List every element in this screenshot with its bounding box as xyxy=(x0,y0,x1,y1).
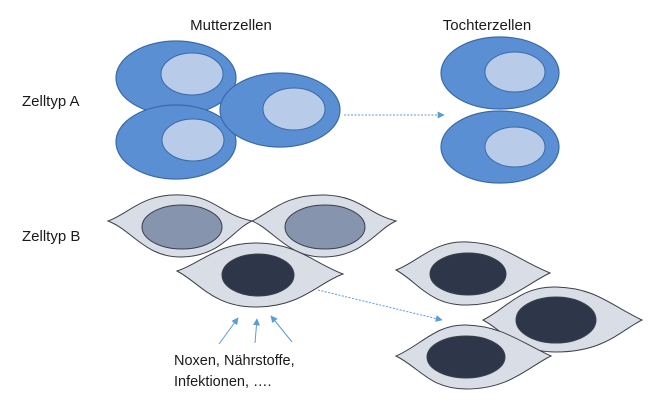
influence-arrow-2 xyxy=(252,318,260,344)
cell-type-b-label: Zelltyp B xyxy=(22,228,80,245)
influence-arrow-3 xyxy=(270,315,293,343)
influence-arrow-1 xyxy=(218,317,239,345)
cell-a-daughter-1 xyxy=(440,36,560,110)
cell-a-daughter-2 xyxy=(440,110,560,184)
cell-b-mother-3 xyxy=(175,242,345,308)
influence-caption-line-2: Infektionen, …. xyxy=(174,374,272,390)
cell-b-daughter-1 xyxy=(394,241,552,306)
influence-caption-line-1: Noxen, Nährstoffe, xyxy=(174,353,295,369)
mother-cells-header: Mutterzellen xyxy=(190,17,272,34)
daughter-cells-header: Tochterzellen xyxy=(443,17,531,34)
cell-b-mother-2 xyxy=(250,194,398,258)
cell-b-daughter-3 xyxy=(394,324,553,390)
cell-type-a-label: Zelltyp A xyxy=(22,93,80,110)
division-arrow-b xyxy=(317,289,443,322)
cell-a-mother-2 xyxy=(115,104,237,180)
cell-a-mother-1 xyxy=(115,40,237,116)
cell-a-mother-3 xyxy=(219,72,341,148)
cell-b-daughter-2 xyxy=(481,286,644,353)
